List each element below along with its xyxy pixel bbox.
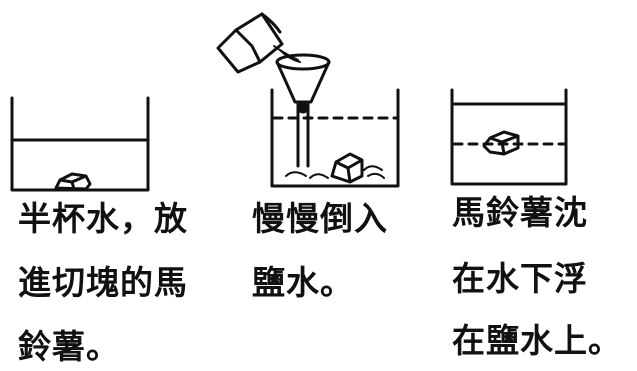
funnel — [275, 53, 331, 168]
caption-3-line-3: 在鹽水上。 — [452, 321, 622, 360]
potato-1 — [54, 172, 92, 191]
pouring-cup — [216, 12, 301, 74]
potato-3 — [482, 130, 520, 156]
caption-1-line-1: 半杯水，放 — [18, 199, 188, 238]
beaker-1 — [10, 96, 150, 192]
beaker-2 — [270, 88, 400, 188]
beaker-3 — [450, 88, 568, 186]
caption-1-line-3: 鈴薯。 — [18, 327, 120, 366]
caption-3-line-2: 在水下浮 — [452, 259, 588, 298]
caption-2-line-1: 慢慢倒入 — [252, 199, 388, 238]
potato-2 — [285, 152, 385, 184]
caption-1-line-2: 進切塊的馬 — [18, 263, 188, 302]
caption-3-line-1: 馬鈴薯沈 — [452, 193, 588, 232]
caption-2-line-2: 鹽水。 — [252, 263, 354, 302]
